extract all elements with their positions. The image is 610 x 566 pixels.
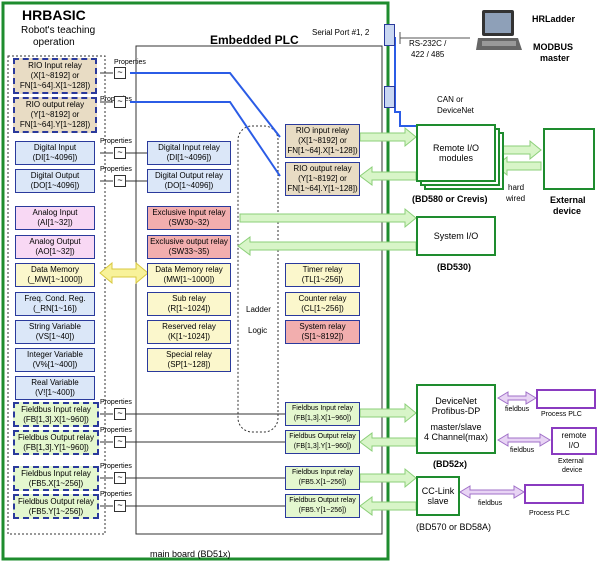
properties-label: Properties (100, 138, 132, 145)
signal-filter-icon: ~ (114, 175, 126, 187)
devicenet-caption: (BD52x) (433, 459, 468, 469)
remote-external-label: External (558, 458, 584, 465)
cclink-caption: (BD570 or BD58A) (416, 522, 492, 532)
fieldbus5-input-relay-box: Fieldbus Input relay(FB5.X[1~256]) (13, 466, 99, 491)
string-variable-box: String Variable(VS[1~40]) (15, 320, 95, 344)
ladder-logic-label: Logic (248, 326, 268, 335)
fieldbus-input-relay-box: Fieldbus Input relay(FB[1,3].X[1~960]) (13, 402, 99, 427)
system-io-caption: (BD530) (437, 262, 472, 272)
process-plc-box (536, 389, 596, 409)
external-device-box (543, 128, 595, 190)
wired-label: wired (506, 194, 526, 203)
ladder-label: Ladder (246, 305, 271, 314)
properties-label: Properties (100, 427, 132, 434)
signal-filter-icon: ~ (114, 408, 126, 420)
digital-input-relay-box: Digital Input relay(DI[1~4096]) (147, 141, 231, 165)
exclusive-output-relay-box: Exclusive output relay(SW33~35) (147, 235, 231, 259)
signal-filter-icon: ~ (114, 96, 126, 108)
digital-output-box: Digital Output(DO[1~4096]) (15, 169, 95, 193)
fieldbus5-input-relay-right-box: Fieldbus Input relay(FB5.X[1~256]) (285, 466, 360, 490)
serial-port-label: Serial Port #1, 2 (312, 28, 370, 37)
fieldbus-output-relay-right-box: Fieldbus Output relay(FB[1,3].Y[1~960]) (285, 430, 360, 454)
external-label: External (550, 195, 586, 205)
remote-io-caption: (BD580 or Crevis) (412, 194, 488, 204)
modbus-master-label: master (540, 53, 570, 63)
remote-device-label: device (562, 467, 583, 474)
system-relay-box: System relay(S[1~8192]) (285, 320, 360, 344)
analog-input-box: Analog Input(AI[1~32]) (15, 206, 95, 230)
integer-variable-box: Integer Variable(V%[1~400]) (15, 348, 95, 372)
main-board-frame (1, 1, 390, 561)
sub-relay-box: Sub relay(R[1~1024]) (147, 292, 231, 316)
properties-label: Properties (114, 59, 146, 66)
signal-filter-icon: ~ (114, 436, 126, 448)
hrbasic-subtitle-2: operation (33, 37, 75, 48)
hard-label: hard (508, 183, 525, 192)
fieldbus-input-relay-right-box: Fieldbus Input relay(FB[1,3].X[1~960]) (285, 402, 360, 426)
fieldbus-label: fieldbus (510, 447, 535, 454)
properties-label: Properties (100, 463, 132, 470)
special-relay-box: Special relay(SP[1~128]) (147, 348, 231, 372)
properties-label: Properties (100, 491, 132, 498)
digital-input-box: Digital Input(DI[1~4096]) (15, 141, 95, 165)
analog-output-box: Analog Output(AO[1~32]) (15, 235, 95, 259)
main-board-label: main board (BD51x) (150, 549, 231, 559)
fieldbus5-output-relay-right-box: Fieldbus Output relay(FB5.Y[1~256]) (285, 494, 360, 518)
process-plc-box (524, 484, 584, 504)
can-label: CAN or (437, 95, 464, 104)
rs232-label: RS-232C / (409, 39, 447, 48)
signal-filter-icon: ~ (114, 472, 126, 484)
rs422-label: 422 / 485 (411, 50, 445, 59)
data-memory-box: Data Memory(_MW[1~1000]) (15, 263, 95, 287)
serial-port-connector (384, 24, 395, 46)
fieldbus-label: fieldbus (505, 406, 530, 413)
hrbasic-title: HRBASIC (22, 7, 86, 23)
process-plc-label: Process PLC (529, 510, 570, 517)
data-memory-relay-box: Data Memory relay(MW[1~1000]) (147, 263, 231, 287)
signal-filter-icon: ~ (114, 67, 126, 79)
process-plc-label: Process PLC (541, 411, 582, 418)
ladder-frame (237, 125, 279, 433)
device-label: device (553, 206, 582, 216)
exclusive-input-relay-box: Exclusive Input relay(SW30~32) (147, 206, 231, 230)
real-variable-box: Real Variable(V![1~400]) (15, 376, 95, 400)
signal-filter-icon: ~ (114, 147, 126, 159)
counter-relay-box: Counter relay(CL[1~256]) (285, 292, 360, 316)
laptop-icon (476, 8, 522, 54)
freq-cond-reg-box: Freq. Cond. Reg.(_RN[1~16]) (15, 292, 95, 316)
signal-filter-icon: ~ (114, 500, 126, 512)
properties-label: Properties (100, 399, 132, 406)
hrbasic-subtitle-1: Robot's teaching (21, 25, 96, 36)
system-io-box: System I/O (416, 216, 496, 256)
fieldbus5-output-relay-box: Fieldbus Output relay(FB5.Y[1~256]) (13, 494, 99, 519)
modbus-label: MODBUS (533, 42, 573, 52)
hrbasic-frame (7, 55, 106, 535)
plc-title: Embedded PLC (210, 33, 299, 47)
fieldbus-output-relay-box: Fieldbus Output relay(FB[1,3].Y[1~960]) (13, 430, 99, 455)
timer-relay-box: Timer relay(TL[1~256]) (285, 263, 360, 287)
reserved-relay-box: Reserved relay(K[1~1024]) (147, 320, 231, 344)
devicenet-label: DeviceNet (437, 106, 474, 115)
hrladder-label: HRLadder (532, 14, 576, 24)
digital-output-relay-box: Digital Output relay(DO[1~4096]) (147, 169, 231, 193)
properties-label: Properties (100, 166, 132, 173)
fieldbus-label: fieldbus (478, 500, 503, 507)
plc-frame (135, 45, 383, 535)
can-connector (384, 86, 395, 108)
